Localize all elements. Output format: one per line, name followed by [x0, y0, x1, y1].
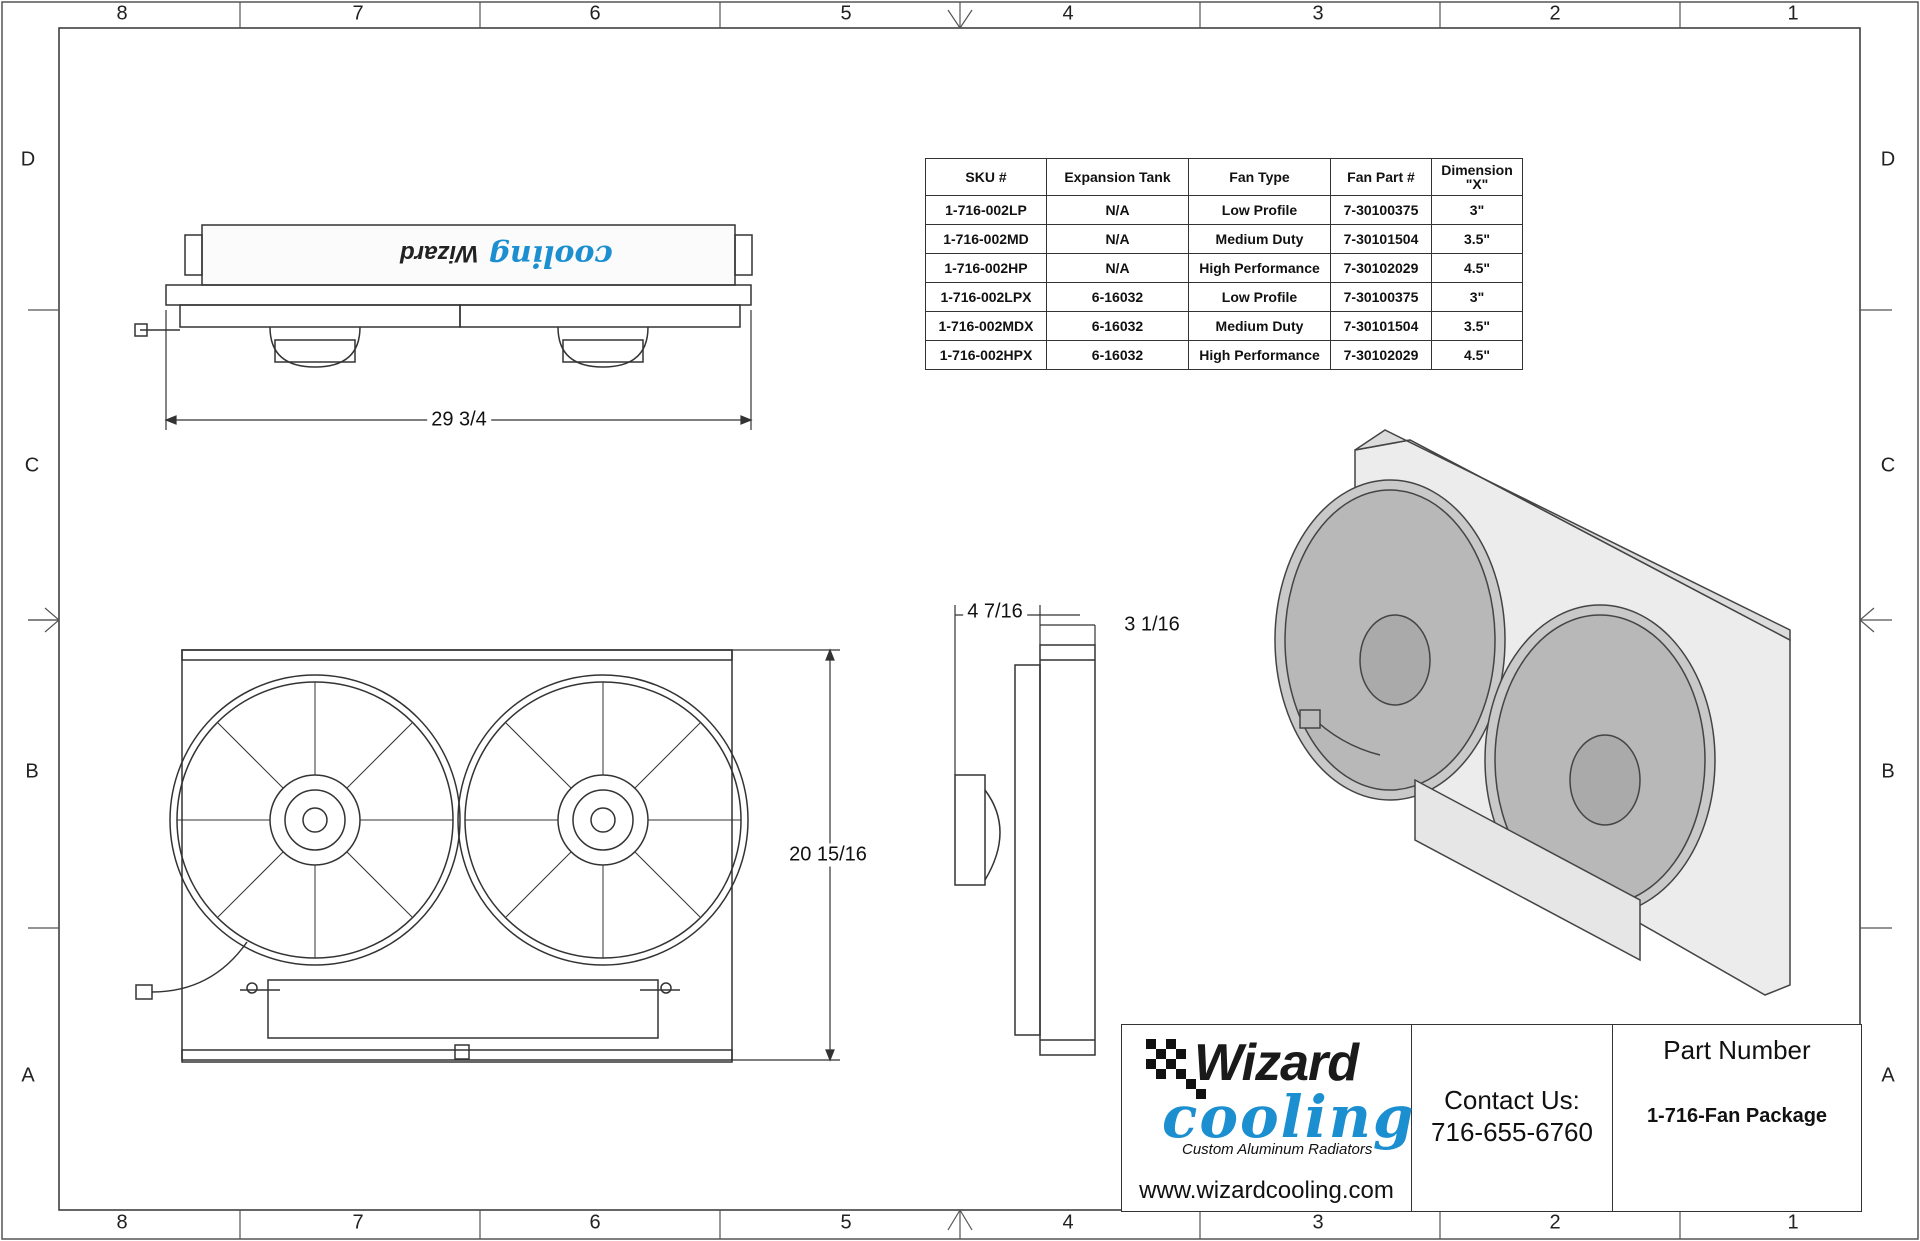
zone-left-c: C: [24, 454, 40, 477]
part-number-cell: Part Number 1-716-Fan Package: [1613, 1025, 1861, 1211]
zone-bottom-3: 3: [1312, 1211, 1324, 1234]
header-fan-part: Fan Part #: [1330, 158, 1432, 196]
cell-expansion-tank: N/A: [1046, 195, 1189, 225]
cell-fan-part: 7-30100375: [1330, 195, 1432, 225]
height-dimension-label: 20 15/16: [785, 843, 871, 867]
width-dimension-label: 29 3/4: [427, 408, 491, 432]
cell-dimension-x: 3": [1431, 195, 1523, 225]
cell-sku: 1-716-002LPX: [925, 282, 1047, 312]
cell-fan-part: 7-30102029: [1330, 340, 1432, 370]
cell-fan-type: High Performance: [1188, 253, 1331, 283]
table-row: 1-716-002HP N/A High Performance 7-30102…: [925, 253, 1523, 283]
contact-cell: Contact Us: 716-655-6760: [1412, 1025, 1613, 1211]
cell-expansion-tank: 6-16032: [1046, 282, 1189, 312]
title-block: Wizard cooling Custom Aluminum Radiators…: [1121, 1024, 1862, 1212]
zone-right-a: A: [1881, 1064, 1895, 1087]
top-view-logo-lower: cooling: [488, 238, 613, 273]
zone-top-3: 3: [1312, 2, 1324, 25]
zone-left-b: B: [25, 760, 39, 783]
company-logo-cell: Wizard cooling Custom Aluminum Radiators…: [1122, 1025, 1416, 1211]
cell-sku: 1-716-002MDX: [925, 311, 1047, 341]
zone-left-d: D: [20, 148, 36, 171]
cell-sku: 1-716-002HPX: [925, 340, 1047, 370]
logo-word-wizard: Wizard: [1194, 1034, 1359, 1092]
cell-fan-part: 7-30102029: [1330, 253, 1432, 283]
cell-fan-part: 7-30101504: [1330, 224, 1432, 254]
cell-expansion-tank: N/A: [1046, 253, 1189, 283]
cell-sku: 1-716-002MD: [925, 224, 1047, 254]
depth-a-dimension-label: 4 7/16: [963, 600, 1027, 624]
zone-bottom-6: 6: [589, 1211, 601, 1234]
zone-top-8: 8: [116, 2, 128, 25]
front-view: [135, 649, 749, 1063]
zone-top-2: 2: [1549, 2, 1561, 25]
cell-fan-part: 7-30101504: [1330, 311, 1432, 341]
part-number-value: 1-716-Fan Package: [1646, 1105, 1828, 1127]
logo-word-cooling: cooling: [1162, 1083, 1416, 1151]
zone-right-d: D: [1880, 148, 1896, 171]
depth-b-dimension-label: 3 1/16: [1120, 613, 1184, 637]
zone-bottom-1: 1: [1787, 1211, 1799, 1234]
top-view-logo: cooling Wizard: [400, 238, 613, 273]
header-fan-type: Fan Type: [1188, 158, 1331, 196]
cell-expansion-tank: N/A: [1046, 224, 1189, 254]
sku-table: SKU # Expansion Tank Fan Type Fan Part #…: [925, 158, 1523, 370]
centering-marks: [28, 2, 1875, 1239]
depth-dim-lines: [954, 605, 1096, 775]
top-view: [134, 224, 753, 368]
cell-fan-part: 7-30100375: [1330, 282, 1432, 312]
logo-tagline: Custom Aluminum Radiators: [1182, 1141, 1373, 1158]
cell-dimension-x: 3": [1431, 282, 1523, 312]
zone-bottom-5: 5: [840, 1211, 852, 1234]
cell-fan-type: High Performance: [1188, 340, 1331, 370]
website-link[interactable]: www.wizardcooling.com: [1139, 1177, 1394, 1204]
cell-dimension-x: 3.5": [1431, 224, 1523, 254]
zone-bottom-7: 7: [352, 1211, 364, 1234]
contact-label: Contact Us:: [1444, 1085, 1580, 1115]
header-sku: SKU #: [925, 158, 1047, 196]
zone-left-a: A: [21, 1064, 35, 1087]
header-expansion-tank: Expansion Tank: [1046, 158, 1189, 196]
cell-dimension-x: 4.5": [1431, 253, 1523, 283]
zone-bottom-2: 2: [1549, 1211, 1561, 1234]
zone-top-6: 6: [589, 2, 601, 25]
zone-top-5: 5: [840, 2, 852, 25]
zone-right-c: C: [1880, 454, 1896, 477]
zone-top-7: 7: [352, 2, 364, 25]
zone-right-b: B: [1881, 760, 1895, 783]
side-view: [954, 644, 1096, 1056]
table-row: 1-716-002HPX 6-16032 High Performance 7-…: [925, 340, 1523, 370]
cell-fan-type: Medium Duty: [1188, 224, 1331, 254]
cell-dimension-x: 4.5": [1431, 340, 1523, 370]
sku-table-header: SKU # Expansion Tank Fan Type Fan Part #…: [925, 158, 1523, 196]
iso-view: [1274, 429, 1791, 996]
cell-fan-type: Medium Duty: [1188, 311, 1331, 341]
cell-expansion-tank: 6-16032: [1046, 340, 1189, 370]
table-row: 1-716-002MD N/A Medium Duty 7-30101504 3…: [925, 224, 1523, 254]
checkered-flag-icon: [1146, 1039, 1206, 1099]
contact-phone[interactable]: 716-655-6760: [1431, 1117, 1593, 1147]
zone-top-4: 4: [1062, 2, 1074, 25]
header-dimension-x: Dimension "X": [1431, 158, 1523, 196]
table-row: 1-716-002LP N/A Low Profile 7-30100375 3…: [925, 195, 1523, 225]
top-view-logo-upper: Wizard: [400, 240, 479, 267]
cell-dimension-x: 3.5": [1431, 311, 1523, 341]
cell-sku: 1-716-002LP: [925, 195, 1047, 225]
zone-top-1: 1: [1787, 2, 1799, 25]
table-row: 1-716-002MDX 6-16032 Medium Duty 7-30101…: [925, 311, 1523, 341]
part-number-title: Part Number: [1663, 1035, 1811, 1065]
zone-bottom-4: 4: [1062, 1211, 1074, 1234]
table-row: 1-716-002LPX 6-16032 Low Profile 7-30100…: [925, 282, 1523, 312]
cell-fan-type: Low Profile: [1188, 195, 1331, 225]
cell-expansion-tank: 6-16032: [1046, 311, 1189, 341]
cell-fan-type: Low Profile: [1188, 282, 1331, 312]
cell-sku: 1-716-002HP: [925, 253, 1047, 283]
zone-bottom-8: 8: [116, 1211, 128, 1234]
